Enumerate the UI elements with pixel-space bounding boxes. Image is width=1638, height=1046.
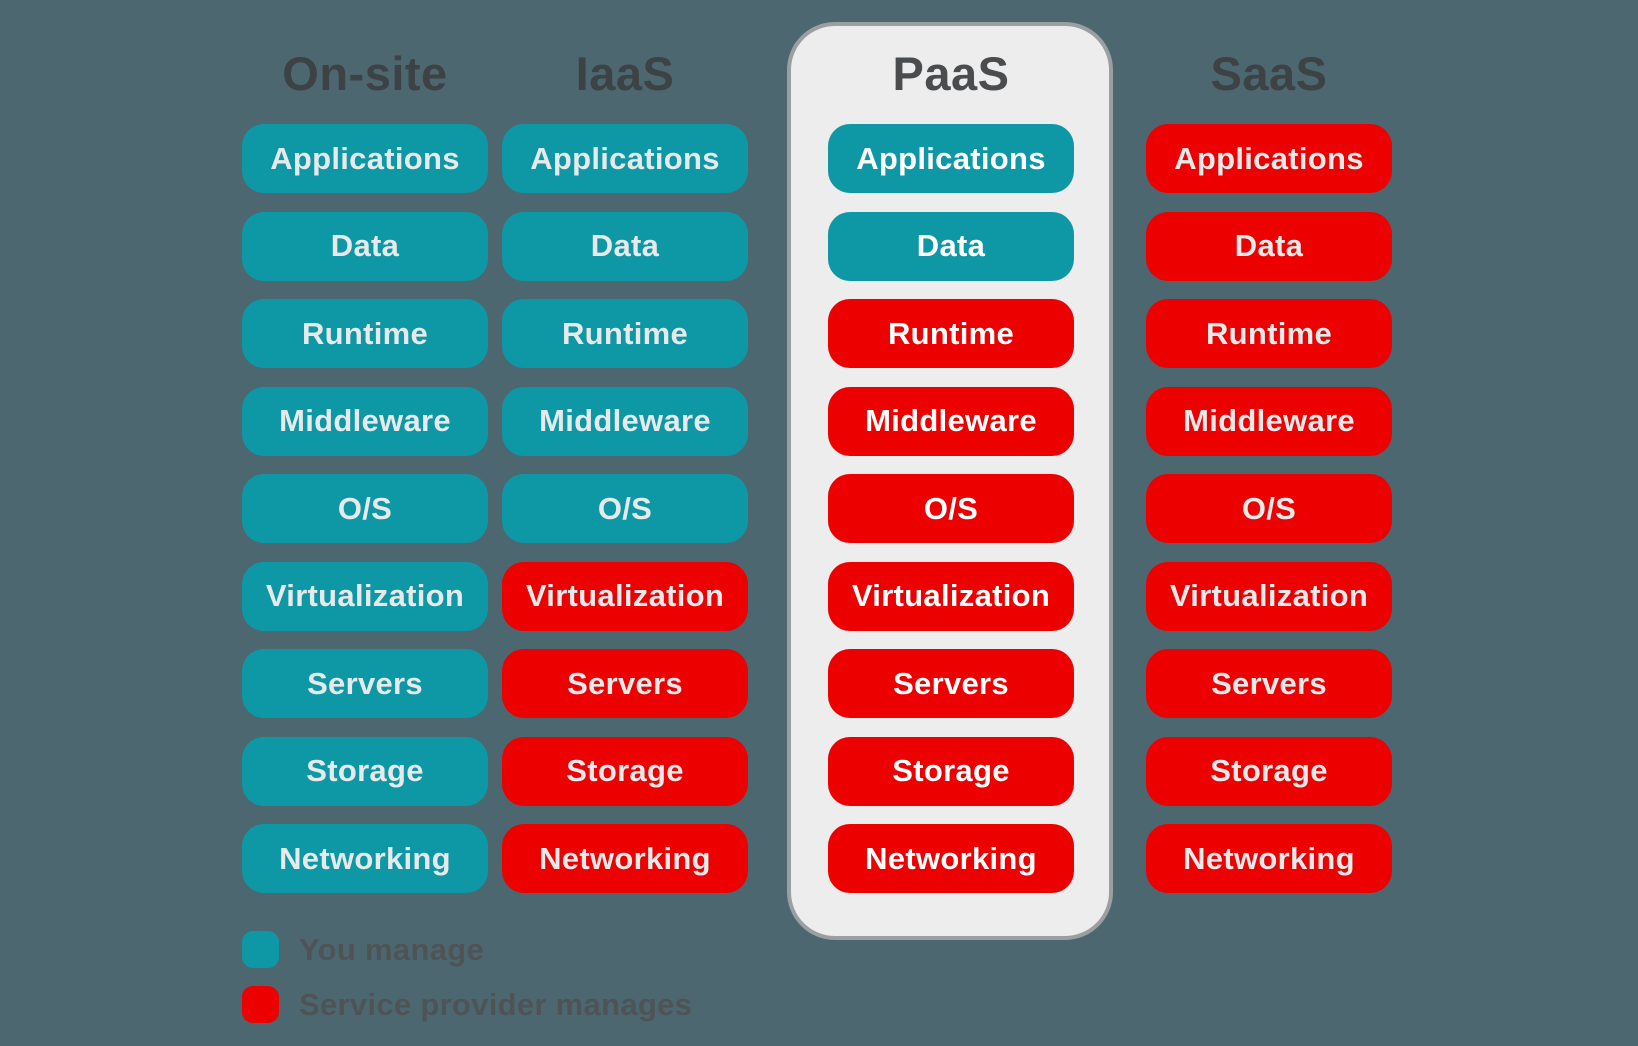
pill-servers: Servers [828, 649, 1074, 718]
pill-applications: Applications [242, 124, 488, 193]
you-manage-swatch-icon [242, 931, 279, 968]
pill-stack-on-site: Applications Data Runtime Middleware O/S… [242, 124, 488, 893]
pill-data: Data [502, 211, 748, 281]
pill-virtualization: Virtualization [828, 561, 1074, 631]
column-saas: SaaS Applications Data Runtime Middlewar… [1146, 0, 1392, 893]
pill-servers: Servers [1146, 649, 1392, 718]
legend: You manage Service provider manages [242, 931, 692, 1023]
pill-storage: Storage [828, 736, 1074, 806]
pill-runtime: Runtime [502, 299, 748, 368]
pill-data: Data [242, 211, 488, 281]
legend-item-provider-manages: Service provider manages [242, 986, 692, 1023]
legend-label-provider-manages: Service provider manages [299, 986, 693, 1022]
pill-stack-paas: Applications Data Runtime Middleware O/S… [828, 124, 1074, 893]
pill-storage: Storage [242, 736, 488, 806]
pill-middleware: Middleware [1146, 386, 1392, 456]
pill-runtime: Runtime [242, 299, 488, 368]
pill-servers: Servers [242, 649, 488, 718]
column-iaas: IaaS Applications Data Runtime Middlewar… [502, 0, 748, 893]
pill-stack-saas: Applications Data Runtime Middleware O/S… [1146, 124, 1392, 893]
pill-networking: Networking [242, 824, 488, 893]
pill-virtualization: Virtualization [242, 561, 488, 631]
pill-runtime: Runtime [828, 299, 1074, 368]
pill-servers: Servers [502, 649, 748, 718]
pill-runtime: Runtime [1146, 299, 1392, 368]
header-paas: PaaS [892, 47, 1010, 100]
pill-middleware: Middleware [502, 386, 748, 456]
pill-networking: Networking [828, 824, 1074, 893]
pill-os: O/S [1146, 474, 1392, 543]
pill-middleware: Middleware [828, 386, 1074, 456]
header-saas: SaaS [1210, 47, 1328, 100]
column-on-site: On-site Applications Data Runtime Middle… [242, 0, 488, 893]
pill-applications: Applications [828, 124, 1074, 193]
pill-virtualization: Virtualization [1146, 561, 1392, 631]
provider-manages-swatch-icon [242, 986, 279, 1023]
pill-os: O/S [242, 474, 488, 543]
pill-virtualization: Virtualization [502, 561, 748, 631]
pill-data: Data [828, 211, 1074, 281]
header-iaas: IaaS [575, 47, 675, 100]
pill-stack-iaas: Applications Data Runtime Middleware O/S… [502, 124, 748, 893]
header-on-site: On-site [282, 47, 448, 100]
column-paas: PaaS Applications Data Runtime Middlewar… [828, 0, 1074, 893]
legend-item-you-manage: You manage [242, 931, 692, 968]
pill-middleware: Middleware [242, 386, 488, 456]
pill-applications: Applications [502, 124, 748, 193]
pill-networking: Networking [502, 824, 748, 893]
pill-applications: Applications [1146, 124, 1392, 193]
legend-label-you-manage: You manage [299, 931, 485, 967]
pill-storage: Storage [1146, 736, 1392, 806]
pill-storage: Storage [502, 736, 748, 806]
pill-data: Data [1146, 211, 1392, 281]
pill-os: O/S [828, 474, 1074, 543]
pill-networking: Networking [1146, 824, 1392, 893]
pill-os: O/S [502, 474, 748, 543]
